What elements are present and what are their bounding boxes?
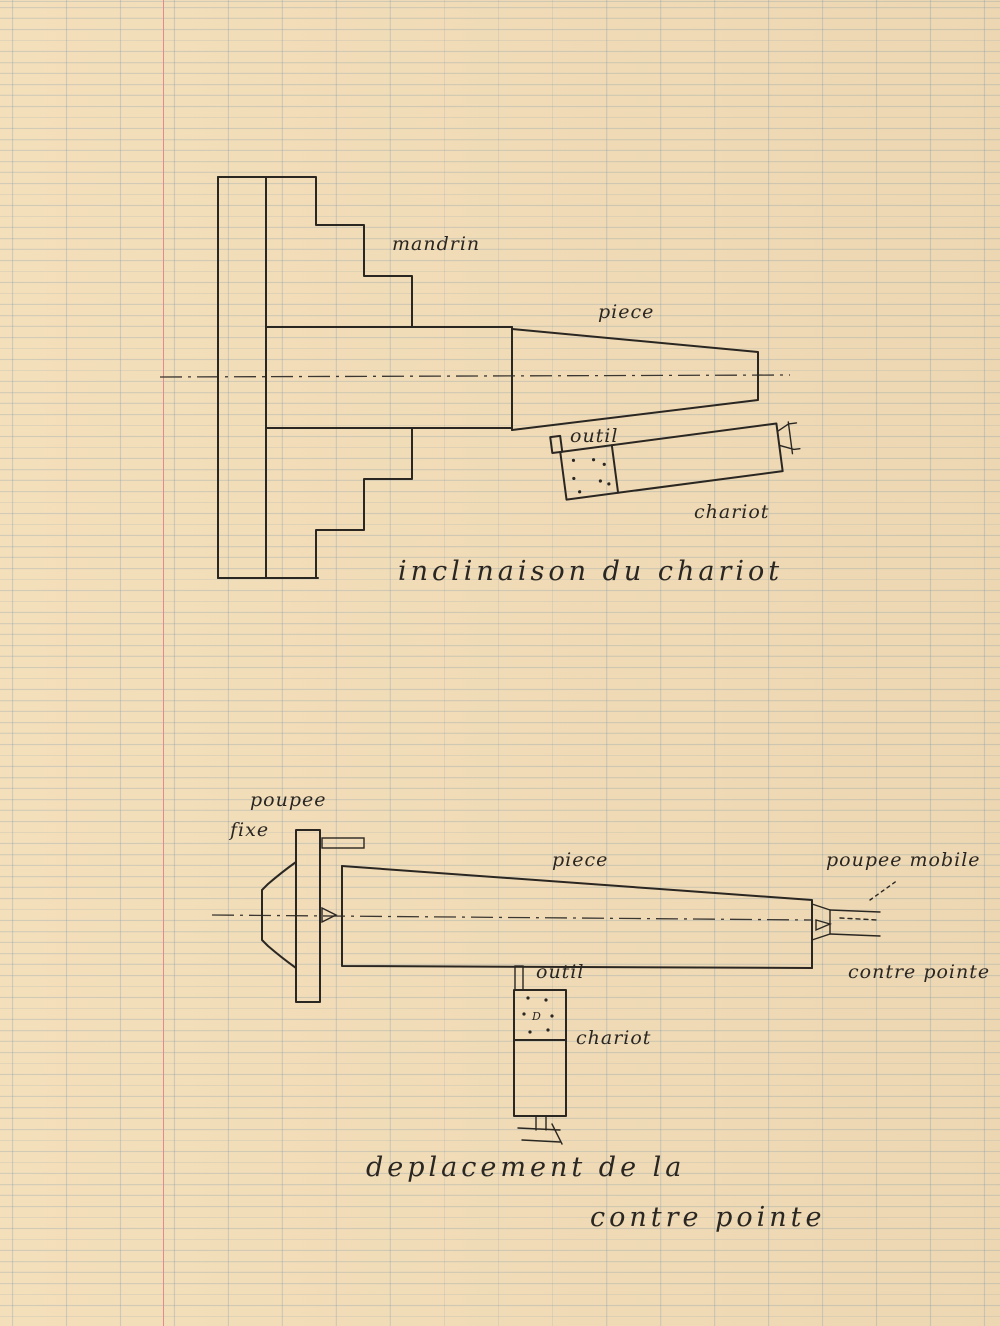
diagram-deplacement: D poupee fixe piece poupee mobile contre… xyxy=(211,789,990,1233)
label-piece-2: piece xyxy=(552,849,608,871)
mandrin-chuck xyxy=(217,176,513,579)
label-outil-2: outil xyxy=(536,961,584,983)
caption-deplacement-line2: contre pointe xyxy=(590,1202,825,1233)
headstock-boss xyxy=(261,861,297,969)
center-axis-1 xyxy=(159,374,791,378)
workpiece-taper-2 xyxy=(341,865,813,969)
label-outil-1: outil xyxy=(570,425,618,447)
dead-center xyxy=(815,919,833,932)
handle-icon-1 xyxy=(776,421,801,455)
chariot-body-2 xyxy=(513,989,567,1117)
tool-post-mark: D xyxy=(531,1010,541,1023)
margin-line xyxy=(163,0,164,1326)
label-poupee: poupee xyxy=(250,789,327,811)
poupee-fixe xyxy=(261,829,365,1003)
label-contre-pointe: contre pointe xyxy=(848,961,990,983)
caption-deplacement-line1: deplacement de la xyxy=(366,1152,685,1183)
label-poupee-mobile: poupee mobile xyxy=(826,849,981,871)
label-chariot-2: chariot xyxy=(576,1027,651,1049)
caption-inclinaison: inclinaison du chariot xyxy=(398,556,783,587)
chariot-straight: D xyxy=(513,965,567,1145)
poupee-mobile xyxy=(811,879,899,941)
label-chariot-1: chariot xyxy=(694,501,769,523)
outil-tool-1 xyxy=(549,434,564,455)
outil-tool-2 xyxy=(514,965,524,991)
label-mandrin: mandrin xyxy=(392,233,480,255)
chariot-body-1 xyxy=(559,422,784,501)
workpiece-taper-1 xyxy=(511,326,759,431)
handle-icon-2 xyxy=(517,1115,563,1145)
diagram-inclinaison: mandrin piece outil chariot inclinaison … xyxy=(159,176,801,587)
label-fixe: fixe xyxy=(228,819,269,841)
headstock-pin xyxy=(321,837,365,849)
faceplate xyxy=(295,829,321,1003)
center-axis-2 xyxy=(211,914,813,921)
chariot-inclined xyxy=(549,421,801,501)
live-center xyxy=(321,906,338,924)
label-piece-1: piece xyxy=(598,301,654,323)
